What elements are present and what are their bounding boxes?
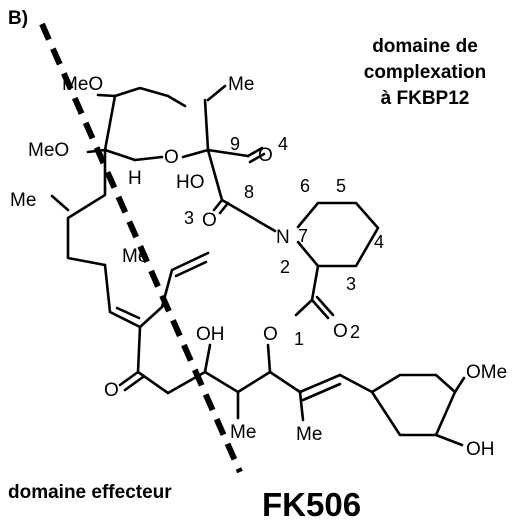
effector-domain-label: domaine effecteur [8,482,172,503]
atom-labels: MeO Me MeO O H HO O Me Me O OH O O N O M… [10,74,507,460]
atom-ho-ring: HO [176,172,205,193]
compound-name: FK506 [262,486,362,523]
number-label: 2 [280,257,290,277]
atom-o-ring: O [164,147,179,168]
atom-numbers: 1 2 3 4 5 6 7 8 9 2 3 4 [184,134,384,349]
atom-o-ketone: O [104,380,119,401]
atom-me-top-right: Me [228,74,254,95]
number-label: 4 [278,134,288,154]
number-label: 1 [294,329,304,349]
number-label: 8 [244,182,254,202]
atom-o-ester-carbonyl: O [333,321,348,342]
complexation-domain-line-1: domaine de [372,36,478,57]
atom-meo-top: MeO [62,74,103,95]
number-label: 9 [230,134,240,154]
panel-label: B) [8,8,29,29]
number-label: 3 [346,274,356,294]
domain-divider-line [39,22,243,474]
atom-oh-chain: OH [196,324,225,345]
atom-meo-left: MeO [28,140,69,161]
number-label: 7 [298,226,308,246]
complexation-domain-label: domaine de complexation à FKBP12 [340,34,510,112]
atom-me-mid: Me [122,246,148,267]
atom-oh-right: OH [466,439,495,460]
complexation-domain-line-3: à FKBP12 [380,88,470,109]
number-label: 6 [300,176,310,196]
atom-ome-right: OMe [466,362,507,383]
atom-n-ring: N [276,227,290,248]
atom-me-bottom-1: Me [230,422,256,443]
complexation-domain-line-2: complexation [363,62,487,83]
atom-o-c8: O [202,210,217,231]
bond-lines [50,84,466,447]
number-label: 2 [350,322,360,342]
number-label: 3 [184,208,194,228]
atom-h-ring: H [128,168,142,189]
number-label: 5 [336,176,346,196]
atom-o-ester: O [263,324,278,345]
atom-o-c9: O [258,145,273,166]
number-label: 4 [374,232,384,252]
atom-me-left: Me [10,190,36,211]
atom-me-bottom-2: Me [296,424,322,445]
